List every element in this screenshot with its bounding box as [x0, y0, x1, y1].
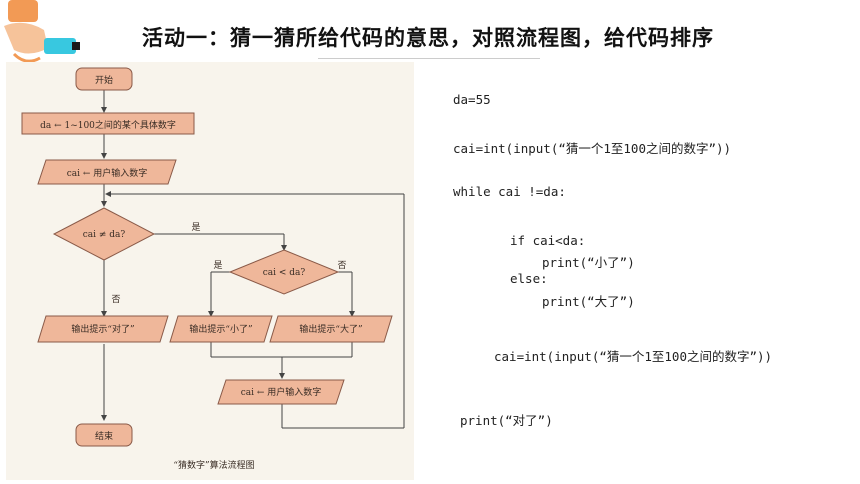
input-cai2-label: cai ← 用户输入数字: [241, 386, 322, 398]
cond-lt-node: [228, 249, 340, 295]
flowchart-diagram: 开始 da ← 1~100之间的某个具体数字 cai ← 用户输入数字 cai …: [21, 67, 405, 471]
out-right-label: 输出提示“对了”: [71, 323, 134, 335]
out-big-label: 输出提示“大了”: [299, 323, 362, 335]
start-label: 开始: [95, 74, 113, 86]
page-title: 活动一：猜一猜所给代码的意思，对照流程图，给代码排序: [142, 26, 714, 50]
out-small-label: 输出提示“小了”: [189, 323, 252, 335]
no1-label: 否: [111, 294, 120, 305]
out-right-node: [37, 315, 169, 343]
code-line-7: print(“大了”): [542, 294, 635, 309]
cond-ne-node: [52, 207, 156, 261]
cond-lt-label: cai < da?: [263, 268, 306, 278]
flowchart-caption: “猜数字”算法流程图: [173, 459, 254, 471]
flowchart-panel: 开始 da ← 1~100之间的某个具体数字 cai ← 用户输入数字 cai …: [6, 62, 414, 480]
yes1-label: 是: [191, 222, 200, 233]
no2-label: 否: [337, 260, 346, 271]
end-label: 结束: [95, 430, 113, 442]
code-line-2: cai=int(input(“猜一个1至100之间的数字”)): [453, 141, 732, 156]
code-line-1: da=55: [453, 92, 491, 107]
title-divider: [318, 58, 540, 59]
code-line-4: if cai<da:: [510, 233, 586, 248]
assign-da-node: [21, 112, 195, 135]
start-node: [75, 67, 133, 91]
code-line-3: while cai !=da:: [453, 184, 566, 199]
cond-ne-label: cai ≠ da?: [83, 230, 126, 240]
code-line-5: print(“小了”): [542, 255, 635, 270]
input-cai-label: cai ← 用户输入数字: [67, 167, 148, 179]
corner-decoration: [4, 0, 80, 63]
yes2-label: 是: [213, 260, 222, 271]
assign-da-label: da ← 1~100之间的某个具体数字: [40, 119, 176, 131]
out-small-node: [169, 315, 273, 343]
code-line-6: else:: [510, 271, 548, 286]
input-cai-node: [37, 159, 177, 185]
end-node: [75, 423, 133, 447]
code-line-9: print(“对了”): [460, 413, 553, 428]
input-cai2-node: [217, 379, 345, 405]
out-big-node: [269, 315, 393, 343]
code-line-8: cai=int(input(“猜一个1至100之间的数字”)): [494, 349, 773, 364]
